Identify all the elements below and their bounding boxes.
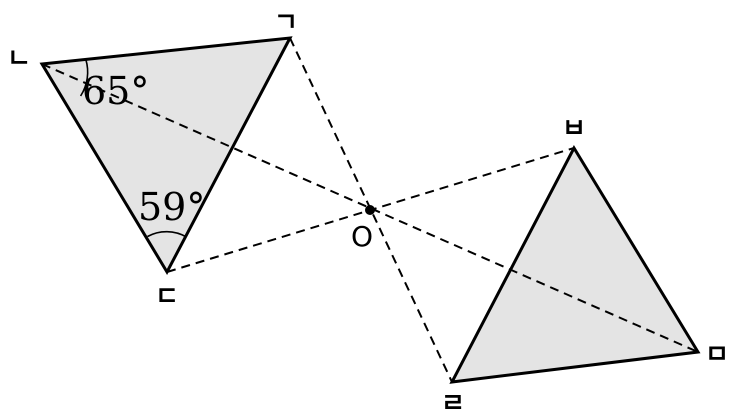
triangle-left <box>39 36 293 276</box>
dashed-segment-a-d <box>289 37 453 383</box>
vertex-label-a: ㄱ <box>274 8 298 38</box>
vertex-label-d: ㄹ <box>441 389 465 419</box>
angle-label-b: 65° <box>82 69 149 113</box>
angle-arc-at-b <box>79 59 89 97</box>
vertex-label-b: ㄴ <box>7 44 31 74</box>
center-point <box>365 205 375 215</box>
center-label: O <box>351 220 373 253</box>
angle-label-c: 59° <box>138 185 205 229</box>
vertex-label-f: ㅂ <box>562 114 586 144</box>
vertex-label-e: ㅁ <box>705 340 729 370</box>
vertex-label-c: ㄷ <box>155 282 179 312</box>
angle-arc-at-c <box>147 230 187 238</box>
triangle-right <box>449 144 701 384</box>
